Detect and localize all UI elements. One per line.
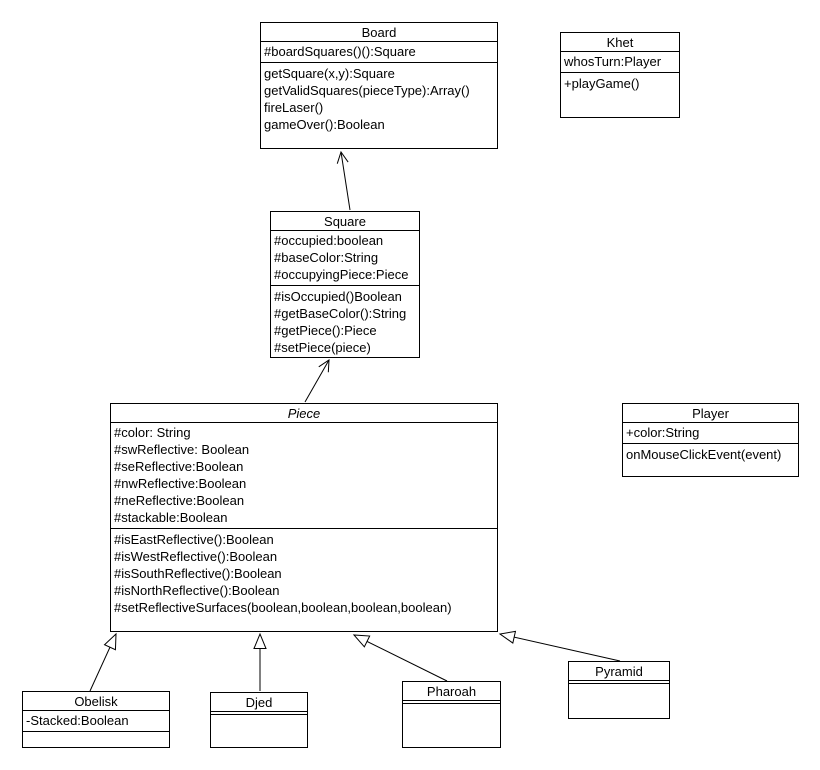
- edge-obelisk-to-piece[interactable]: [89, 632, 117, 692]
- class-title: Player: [623, 404, 798, 423]
- method: #setPiece(piece): [274, 340, 371, 355]
- method: #isEastReflective():Boolean: [114, 532, 274, 547]
- attributes-compartment: -Stacked:Boolean: [23, 711, 169, 732]
- attribute: #nwReflective:Boolean: [114, 476, 247, 491]
- class-piece[interactable]: Piece #color: String #swReflective: Bool…: [110, 403, 498, 632]
- class-board[interactable]: Board #boardSquares()():Square getSquare…: [260, 22, 498, 149]
- class-title: Pyramid: [569, 662, 669, 681]
- method: #getPiece():Piece: [274, 323, 377, 338]
- class-title: Square: [271, 212, 419, 231]
- class-title: Pharoah: [403, 682, 500, 701]
- attribute: #stackable:Boolean: [114, 510, 228, 525]
- attributes-compartment: #color: String #swReflective: Boolean #s…: [111, 423, 497, 529]
- attribute: #occupyingPiece:Piece: [274, 267, 409, 282]
- method: #isNorthReflective():Boolean: [114, 583, 280, 598]
- attribute: #boardSquares()():Square: [264, 44, 416, 59]
- attribute: #occupied:boolean: [274, 233, 384, 248]
- attributes-compartment: [211, 712, 307, 715]
- method: getValidSquares(pieceType):Array(): [264, 83, 470, 98]
- methods-compartment: [569, 684, 669, 718]
- method: #isWestReflective():Boolean: [114, 549, 278, 564]
- class-djed[interactable]: Djed: [210, 692, 308, 748]
- attribute: #baseColor:String: [274, 250, 379, 265]
- attribute: -Stacked:Boolean: [26, 713, 129, 728]
- class-obelisk[interactable]: Obelisk -Stacked:Boolean: [22, 691, 170, 748]
- class-title: Board: [261, 23, 497, 42]
- attribute: #seReflective:Boolean: [114, 459, 244, 474]
- method: #setReflectiveSurfaces(boolean,boolean,b…: [114, 600, 452, 615]
- method: #isSouthReflective():Boolean: [114, 566, 282, 581]
- methods-compartment: #isOccupied()Boolean #getBaseColor():Str…: [271, 286, 419, 357]
- class-square[interactable]: Square #occupied:boolean #baseColor:Stri…: [270, 211, 420, 358]
- class-title: Piece: [111, 404, 497, 423]
- attributes-compartment: #boardSquares()():Square: [261, 42, 497, 63]
- attributes-compartment: +color:String: [623, 423, 798, 444]
- methods-compartment: [403, 704, 500, 747]
- method: #isOccupied()Boolean: [274, 289, 402, 304]
- class-khet[interactable]: Khet whosTurn:Player +playGame(): [560, 32, 680, 118]
- class-title: Djed: [211, 693, 307, 712]
- attribute: +color:String: [626, 425, 700, 440]
- edge-pyramid-to-piece[interactable]: [498, 630, 621, 662]
- methods-compartment: [211, 715, 307, 747]
- method: fireLaser(): [264, 100, 324, 115]
- methods-compartment: #isEastReflective():Boolean #isWestRefle…: [111, 529, 497, 631]
- method: onMouseClickEvent(event): [626, 447, 782, 462]
- attribute: #swReflective: Boolean: [114, 442, 250, 457]
- methods-compartment: [23, 732, 169, 747]
- methods-compartment: getSquare(x,y):Square getValidSquares(pi…: [261, 63, 497, 148]
- class-title: Obelisk: [23, 692, 169, 711]
- edge-pharoah-to-piece[interactable]: [352, 634, 448, 682]
- class-pharoah[interactable]: Pharoah: [402, 681, 501, 748]
- method: #getBaseColor():String: [274, 306, 407, 321]
- attribute: whosTurn:Player: [564, 54, 662, 69]
- methods-compartment: +playGame(): [561, 73, 679, 117]
- attribute: #color: String: [114, 425, 191, 440]
- edge-piece-to-square[interactable]: [304, 359, 330, 403]
- class-player[interactable]: Player +color:String onMouseClickEvent(e…: [622, 403, 799, 477]
- attributes-compartment: whosTurn:Player: [561, 52, 679, 73]
- methods-compartment: onMouseClickEvent(event): [623, 444, 798, 476]
- attributes-compartment: #occupied:boolean #baseColor:String #occ…: [271, 231, 419, 286]
- attributes-compartment: [403, 701, 500, 704]
- class-pyramid[interactable]: Pyramid: [568, 661, 670, 719]
- class-title: Khet: [561, 33, 679, 52]
- attribute: #neReflective:Boolean: [114, 493, 245, 508]
- method: gameOver():Boolean: [264, 117, 385, 132]
- method: getSquare(x,y):Square: [264, 66, 395, 81]
- edge-square-to-board[interactable]: [336, 150, 351, 211]
- method: +playGame(): [564, 76, 640, 91]
- attributes-compartment: [569, 681, 669, 684]
